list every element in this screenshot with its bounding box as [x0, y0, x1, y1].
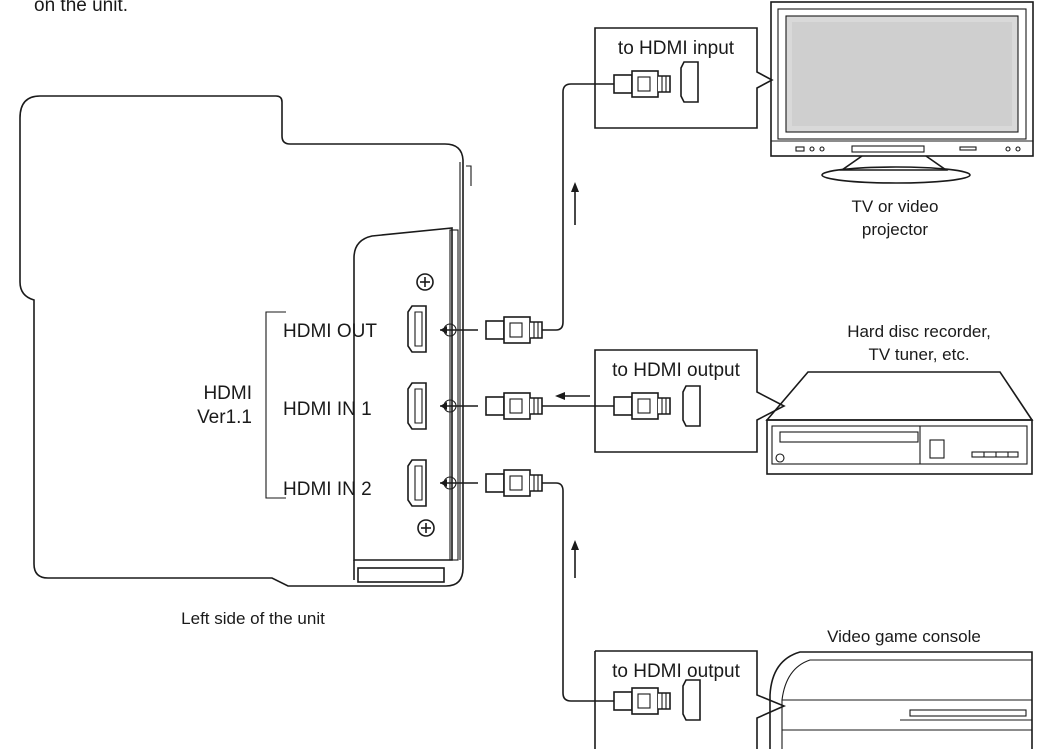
tv-caption-line2: projector [862, 220, 928, 239]
hdmi-group-label: HDMI [203, 383, 252, 404]
hdmi-plug-icon-in1 [485, 392, 543, 420]
tv-icon [770, 1, 1034, 184]
recorder-caption-line1: Hard disc recorder, [847, 322, 991, 341]
hdmi-plug-icon-console [613, 687, 671, 715]
ports-bracket [265, 311, 286, 499]
hdmi-socket-icon-recorder [682, 385, 701, 427]
console-icon [769, 651, 1033, 749]
port-label-in1: HDMI IN 1 [283, 399, 372, 420]
jack-arrows [440, 326, 478, 487]
cable-to-tv [542, 83, 614, 331]
console-caption: Video game console [827, 627, 981, 646]
port-label-in2: HDMI IN 2 [283, 479, 372, 500]
callout-recorder [594, 349, 786, 453]
hdmi-version-label: Ver1.1 [197, 407, 252, 428]
screw-icon-top [416, 273, 434, 291]
unit-body [19, 95, 472, 587]
hdmi-plug-icon-out [485, 316, 543, 344]
recorder-caption-line2: TV tuner, etc. [868, 345, 969, 364]
screw-icon-bottom [417, 519, 435, 537]
hdmi-plug-icon-tv [613, 70, 671, 98]
intro-fragment: on the unit. [34, 0, 128, 16]
hdmi-socket-icon-console [682, 679, 701, 721]
hdmi-plug-icon-recorder [613, 392, 671, 420]
callout-recorder-label: to HDMI output [612, 360, 740, 381]
hdmi-jack-icon-in1 [407, 382, 427, 430]
cable-to-in1 [542, 392, 614, 407]
hdmi-jack-icon-out [407, 305, 427, 353]
hdmi-socket-icon-tv [680, 61, 699, 103]
callout-console-label: to HDMI output [612, 661, 740, 682]
tv-caption-line1: TV or video [852, 197, 939, 216]
port-label-out: HDMI OUT [283, 321, 377, 342]
unit-caption: Left side of the unit [181, 609, 325, 628]
callout-tv [594, 27, 774, 129]
cable-to-in2 [542, 482, 614, 702]
hdmi-jack-icon-in2 [407, 459, 427, 507]
recorder-icon [765, 371, 1034, 475]
hdmi-plug-icon-in2 [485, 469, 543, 497]
callout-tv-label: to HDMI input [618, 38, 735, 59]
